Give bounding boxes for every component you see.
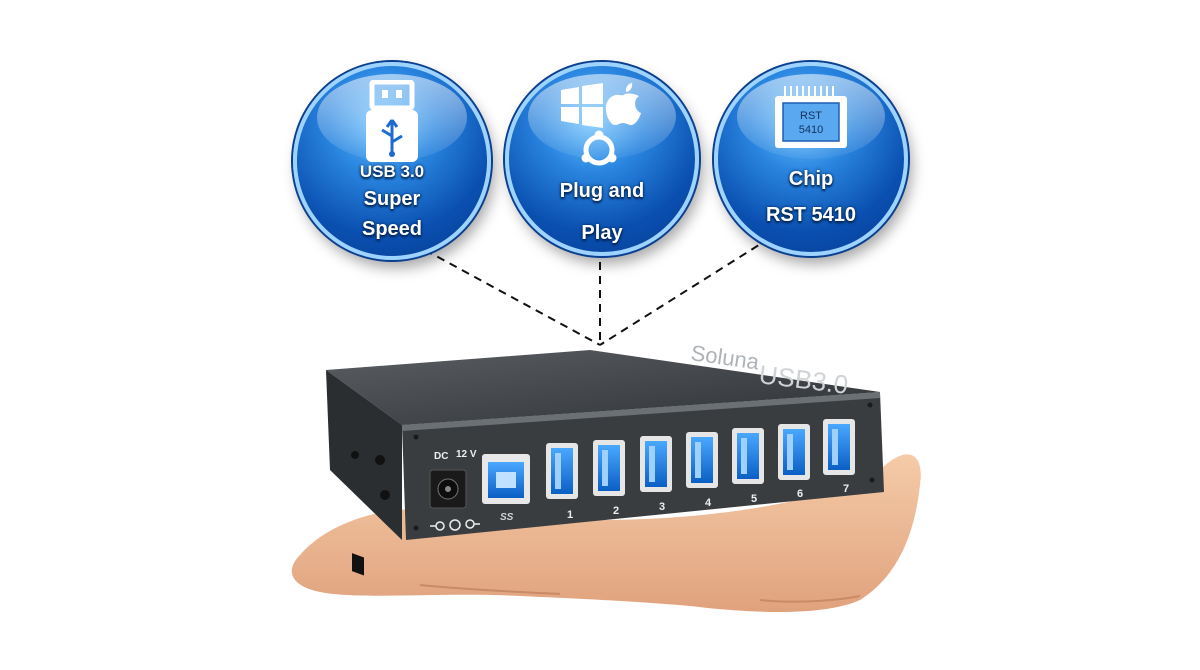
superspeed-logo: SS: [500, 512, 514, 523]
usb-drive-icon: [366, 80, 418, 162]
feature-bubble-usb: USB 3.0 Super Speed: [293, 62, 491, 260]
feature-line: USB 3.0: [359, 162, 425, 181]
feature-bubble-chip: RST 5410 Chip RST 5410: [714, 62, 908, 256]
port-number: 4: [705, 497, 712, 509]
dc-label: DC: [434, 451, 448, 462]
voltage-label: 12 V: [456, 449, 477, 460]
feature-line: Chip: [788, 168, 834, 190]
port-number: 3: [659, 501, 665, 513]
feature-bubble-plug-and-play: Plug and Play: [505, 62, 699, 256]
port-number: 2: [613, 505, 619, 517]
chip-label: 5410: [799, 124, 823, 136]
dc-polarity-icon: [430, 519, 480, 531]
feature-line: Speed: [361, 218, 423, 240]
port-number: 7: [843, 483, 849, 495]
chip-icon: RST 5410: [775, 86, 847, 148]
os-logos-icon: [561, 83, 641, 166]
usb-ports: [546, 419, 855, 499]
port-number: 5: [751, 493, 757, 505]
feature-line: RST 5410: [765, 204, 857, 226]
port-number: 6: [797, 488, 803, 500]
port-number: 1: [567, 509, 573, 521]
feature-line: Play: [581, 222, 623, 244]
feature-line: Plug and: [559, 180, 645, 202]
feature-line: Super: [363, 188, 421, 210]
hand: [291, 454, 921, 612]
chip-label: RST: [800, 110, 822, 122]
